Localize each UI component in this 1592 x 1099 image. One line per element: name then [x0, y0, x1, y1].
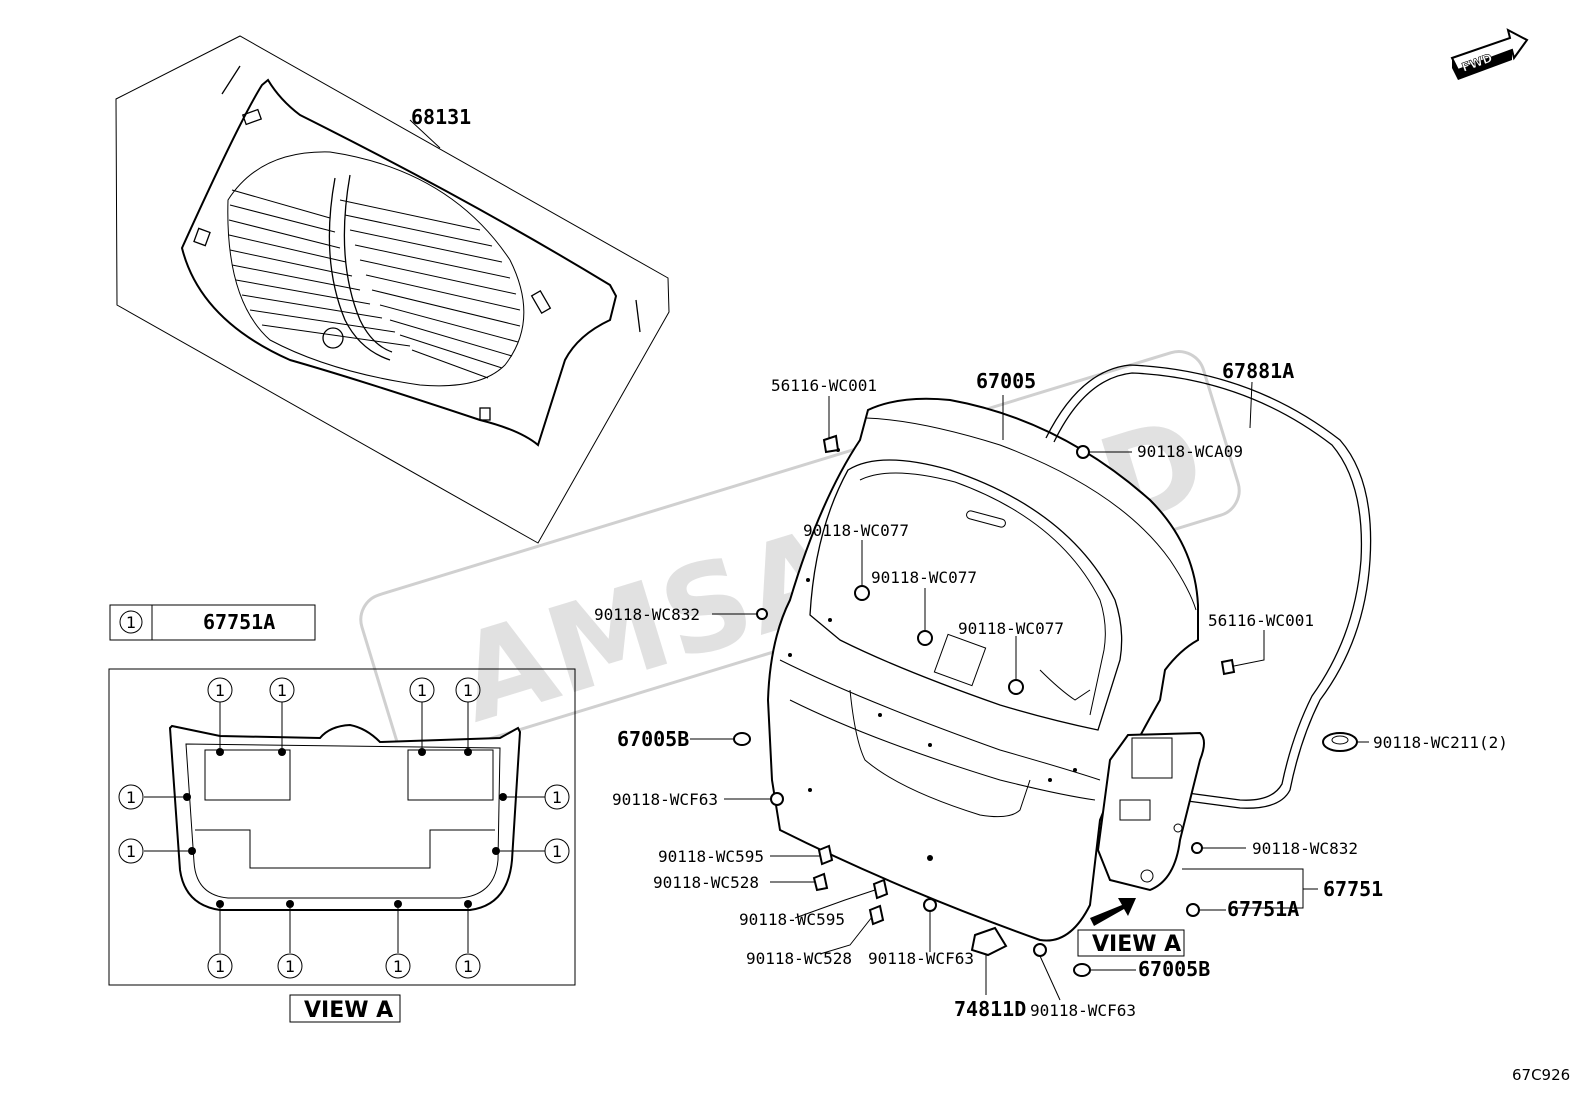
label-67881A: 67881A [1222, 359, 1294, 383]
label-90118-wc832-left: 90118-WC832 [594, 605, 700, 624]
svg-text:1: 1 [126, 788, 136, 807]
svg-text:1: 1 [215, 681, 225, 700]
legend-part: 67751A [203, 610, 275, 634]
label-68131: 68131 [411, 105, 471, 129]
back-door-panel: 67005 [766, 369, 1199, 942]
view-a-marker: VIEW A [1077, 929, 1185, 957]
label-90118-wc595-a: 90118-WC595 [658, 847, 764, 866]
legend-box: 1 67751A [109, 604, 316, 641]
label-67005b-left: 67005B [617, 727, 689, 751]
label-67751a: 67751A [1227, 897, 1299, 921]
label-67005b-right: 67005B [1138, 957, 1210, 981]
svg-text:1: 1 [277, 681, 287, 700]
svg-text:VIEW A: VIEW A [1092, 932, 1181, 957]
door-holes [788, 448, 1077, 861]
label-90118-wcf63-mid: 90118-WCF63 [868, 949, 974, 968]
label-67005: 67005 [976, 369, 1036, 393]
label-74811d: 74811D [954, 997, 1026, 1021]
svg-text:1: 1 [417, 681, 427, 700]
view-a-caption: VIEW A [304, 998, 393, 1023]
diagram-code: 67C926 [1512, 1066, 1570, 1084]
label-90118-wcf63-bottom: 90118-WCF63 [1030, 1001, 1136, 1020]
svg-text:1: 1 [285, 957, 295, 976]
label-67751: 67751 [1323, 877, 1383, 901]
callout-circles [118, 677, 570, 979]
svg-text:1: 1 [126, 842, 136, 861]
svg-text:1: 1 [552, 788, 562, 807]
svg-text:1: 1 [552, 842, 562, 861]
label-90118-wcf63-left: 90118-WCF63 [612, 790, 718, 809]
callout-numbers: 1 1 1 1 1 1 1 1 1 1 1 1 [126, 681, 562, 976]
back-window-glass: 68131 [115, 35, 670, 544]
svg-text:1: 1 [393, 957, 403, 976]
view-a-panel: 1 1 1 1 1 1 1 1 1 1 1 1 VIEW A [108, 668, 576, 1023]
part-labels: 56116-WC001 90118-WCA09 90118-WC077 9011… [594, 376, 1508, 1021]
svg-text:1: 1 [463, 957, 473, 976]
label-90118-wc595-b: 90118-WC595 [739, 910, 845, 929]
back-door-trim [1090, 731, 1205, 926]
label-90118-wc077-c: 90118-WC077 [958, 619, 1064, 638]
small-parts [733, 434, 1358, 977]
label-90118-wc528-b: 90118-WC528 [746, 949, 852, 968]
callout-leaders [144, 702, 545, 953]
label-56116-wc001-top: 56116-WC001 [771, 376, 877, 395]
label-90118-wca09: 90118-WCA09 [1137, 442, 1243, 461]
legend-symbol: 1 [126, 613, 136, 632]
label-90118-wc528-a: 90118-WC528 [653, 873, 759, 892]
svg-text:1: 1 [463, 681, 473, 700]
label-90118-wc211: 90118-WC211(2) [1373, 733, 1508, 752]
label-90118-wc077-b: 90118-WC077 [871, 568, 977, 587]
label-56116-wc001-right: 56116-WC001 [1208, 611, 1314, 630]
weatherstrip: 67881A [1045, 359, 1372, 809]
label-90118-wc077-a: 90118-WC077 [803, 521, 909, 540]
clip-markers [183, 748, 507, 908]
svg-text:1: 1 [215, 957, 225, 976]
fwd-arrow-icon: FWD [1450, 28, 1529, 80]
leader-lines [690, 396, 1369, 1001]
label-90118-wc832-right: 90118-WC832 [1252, 839, 1358, 858]
